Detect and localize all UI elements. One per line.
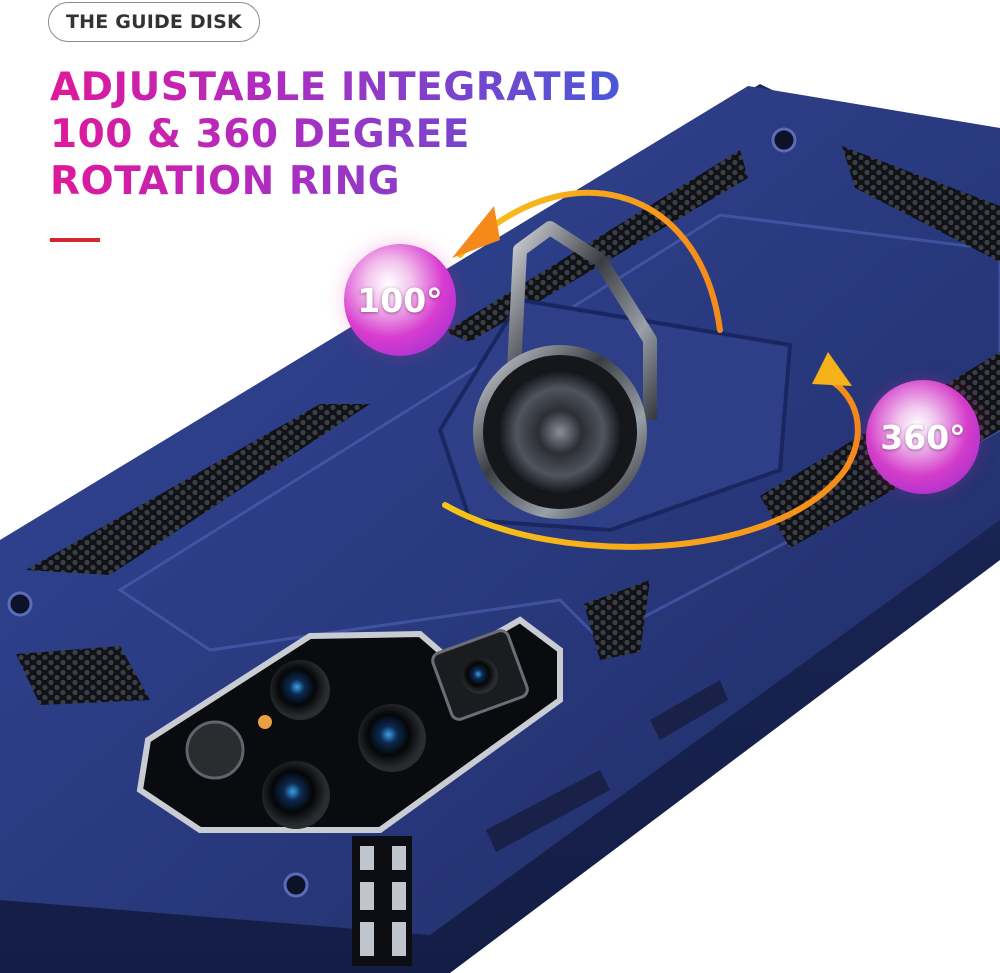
side-button xyxy=(650,680,728,740)
badge-360-label: 360° xyxy=(880,417,966,457)
headline-line-3: ROTATION RING xyxy=(50,159,401,204)
screw-hole xyxy=(283,872,309,898)
corner-bumper xyxy=(352,836,412,966)
camera-flash xyxy=(185,720,245,780)
grip-strip-left xyxy=(26,404,370,575)
camera-sensor xyxy=(258,715,272,729)
camera-lens xyxy=(262,761,330,829)
screw-hole xyxy=(771,127,797,153)
arrow-head-right xyxy=(812,352,852,386)
rotation-disc-center xyxy=(498,370,622,494)
screw-hole xyxy=(7,591,33,617)
badge-100-degree: 100° xyxy=(344,244,456,356)
headline: ADJUSTABLE INTEGRATED 100 & 360 DEGREE R… xyxy=(50,64,621,205)
headline-line-2: 100 & 360 DEGREE xyxy=(50,112,470,157)
grip-strip-top-right xyxy=(842,146,1000,262)
arrow-head-left xyxy=(452,206,500,258)
rotation-arrow-arc xyxy=(457,189,723,333)
ring-loop xyxy=(503,221,657,451)
badge-100-label: 100° xyxy=(357,280,443,320)
grip-strip-bottom-mid xyxy=(584,580,650,660)
tag-label: THE GUIDE DISK xyxy=(48,2,260,42)
badge-360-degree: 360° xyxy=(866,380,980,494)
accent-dash xyxy=(50,238,100,242)
rotation-arrow-arc-lower xyxy=(442,377,861,550)
grip-strip-bottom-left xyxy=(16,646,150,705)
camera-lens xyxy=(270,660,330,720)
camera-lens xyxy=(358,704,426,772)
headline-line-1: ADJUSTABLE INTEGRATED xyxy=(50,65,622,110)
side-button xyxy=(486,770,610,852)
